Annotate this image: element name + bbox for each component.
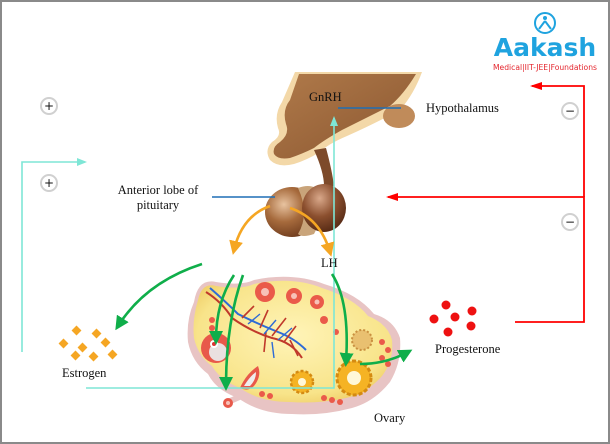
ovulation-arrow xyxy=(219,274,245,391)
fsh-arrow xyxy=(229,204,271,255)
estrogen-molecules xyxy=(58,325,118,362)
estrogen-positive-feedback-to-hypothalamus xyxy=(86,116,338,389)
positive-feedback-sign-hypothalamus: + xyxy=(40,97,58,115)
corpus-luteum-to-progesterone-arrow xyxy=(359,349,413,366)
lh-to-corpus-luteum-arrow xyxy=(330,273,354,367)
lh-label: LH xyxy=(321,256,338,270)
lh-arrow xyxy=(289,206,335,257)
progesterone-negative-feedback-to-hypothalamus xyxy=(530,82,585,197)
ovary-label: Ovary xyxy=(374,411,406,425)
aakash-logo: Aakash Medical|IIT-JEE|Foundations xyxy=(486,10,604,73)
estrogen-positive-feedback-to-pituitary xyxy=(21,158,87,352)
anterior-pituitary-label-line1: Anterior lobe of xyxy=(117,183,199,197)
hypothalamus-label: Hypothalamus xyxy=(426,101,499,115)
progesterone-label: Progesterone xyxy=(435,342,501,356)
ovary-to-estrogen-arrow xyxy=(115,262,203,331)
gnrh-label: GnRH xyxy=(309,90,342,104)
negative-feedback-sign-hypothalamus: − xyxy=(561,102,579,120)
follicle-development-arrow xyxy=(209,274,236,345)
progesterone-negative-feedback-to-pituitary xyxy=(386,193,585,323)
logo-tagline: Medical|IIT-JEE|Foundations xyxy=(493,63,597,72)
positive-feedback-sign-pituitary: + xyxy=(40,174,58,192)
progesterone-molecules xyxy=(429,300,477,337)
anterior-pituitary-label-line2: pituitary xyxy=(136,198,180,212)
pituitary-illustration xyxy=(265,184,346,237)
negative-feedback-sign-pituitary: − xyxy=(561,213,579,231)
anterior-pituitary-label: Anterior lobe of pituitary xyxy=(106,183,210,213)
aakash-logo-icon xyxy=(534,12,556,34)
ovary-illustration xyxy=(187,276,401,415)
logo-brand: Aakash xyxy=(493,33,597,62)
hypothalamus-illustration xyxy=(267,72,422,186)
estrogen-label: Estrogen xyxy=(62,366,107,380)
